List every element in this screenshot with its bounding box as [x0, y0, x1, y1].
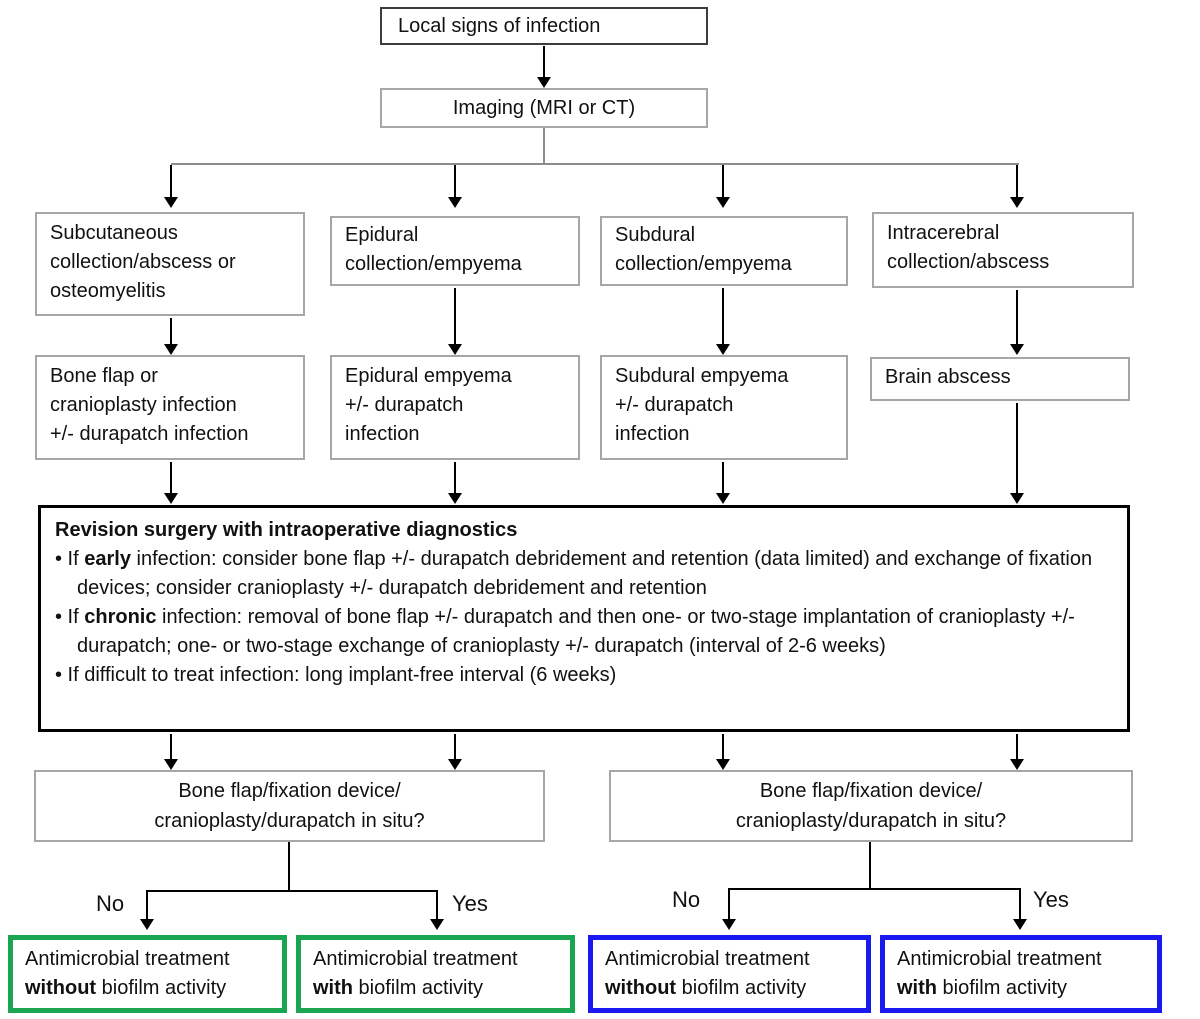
outcome-without-biofilm-right: Antimicrobial treatment without biofilm … — [588, 935, 871, 1013]
connector-left-question-stem — [288, 842, 290, 890]
revision-bullet-early: • If early infection: consider bone flap… — [55, 548, 1093, 599]
connector-left-split-bar — [146, 890, 438, 892]
arrow-revision-to-question-right-2 — [1010, 734, 1024, 770]
node-subcutaneous-collection: Subcutaneous collection/abscess or osteo… — [35, 212, 305, 316]
revision-title: Revision surgery with intraoperative dia… — [55, 519, 518, 541]
arrow-epidural-empyema-to-revision — [448, 462, 462, 504]
arrow-boneflap-to-revision — [164, 462, 178, 504]
arrow-revision-to-question-left-1 — [164, 734, 178, 770]
arrow-subcutaneous-to-boneflap — [164, 318, 178, 355]
node-boneflap-infection: Bone flap or cranioplasty infection +/- … — [35, 355, 305, 460]
node-insitu-question-left: Bone flap/fixation device/ cranioplasty/… — [34, 770, 545, 842]
arrow-left-no — [140, 890, 154, 930]
arrow-subdural-to-empyema — [716, 288, 730, 355]
node-local-signs: Local signs of infection — [380, 7, 708, 45]
node-brain-abscess: Brain abscess — [870, 357, 1130, 401]
outcome-without-biofilm-left: Antimicrobial treatment without biofilm … — [8, 935, 287, 1013]
revision-bullet-difficult: • If difficult to treat infection: long … — [55, 664, 617, 686]
arrow-revision-to-question-left-2 — [448, 734, 462, 770]
node-subdural-collection: Subdural collection/empyema — [600, 216, 848, 286]
arrow-to-epidural-collection — [448, 165, 462, 208]
node-intracerebral-collection: Intracerebral collection/abscess — [872, 212, 1134, 288]
revision-bullet-chronic: • If chronic infection: removal of bone … — [55, 606, 1075, 657]
node-epidural-empyema: Epidural empyema +/- durapatch infection — [330, 355, 580, 460]
arrow-to-subcutaneous — [164, 165, 178, 208]
connector-branch-bar — [171, 163, 1019, 165]
arrow-subdural-empyema-to-revision — [716, 462, 730, 504]
connector-right-split-bar — [728, 888, 1021, 890]
arrow-right-no — [722, 888, 736, 930]
node-revision-surgery: Revision surgery with intraoperative dia… — [38, 505, 1130, 732]
label-right-no: No — [672, 887, 701, 912]
arrow-right-yes — [1013, 888, 1027, 930]
connector-right-question-stem — [869, 842, 871, 890]
node-subdural-empyema: Subdural empyema +/- durapatch infection — [600, 355, 848, 460]
node-insitu-question-right: Bone flap/fixation device/ cranioplasty/… — [609, 770, 1133, 842]
outcome-with-biofilm-left: Antimicrobial treatment with biofilm act… — [296, 935, 575, 1013]
connector-imaging-stem — [543, 128, 545, 164]
arrow-left-yes — [430, 890, 444, 930]
arrow-local-to-imaging — [537, 46, 551, 88]
arrow-to-subdural-collection — [716, 165, 730, 208]
label-right-yes: Yes — [1033, 887, 1069, 912]
label-left-no: No — [96, 891, 125, 916]
arrow-to-intracerebral-collection — [1010, 165, 1024, 208]
arrow-brain-abscess-to-revision — [1010, 403, 1024, 504]
arrow-intracerebral-to-abscess — [1010, 290, 1024, 355]
arrow-epidural-to-empyema — [448, 288, 462, 355]
label-left-yes: Yes — [452, 891, 488, 916]
node-epidural-collection: Epidural collection/empyema — [330, 216, 580, 286]
outcome-with-biofilm-right: Antimicrobial treatment with biofilm act… — [880, 935, 1162, 1013]
arrow-revision-to-question-right-1 — [716, 734, 730, 770]
node-imaging: Imaging (MRI or CT) — [380, 88, 708, 128]
